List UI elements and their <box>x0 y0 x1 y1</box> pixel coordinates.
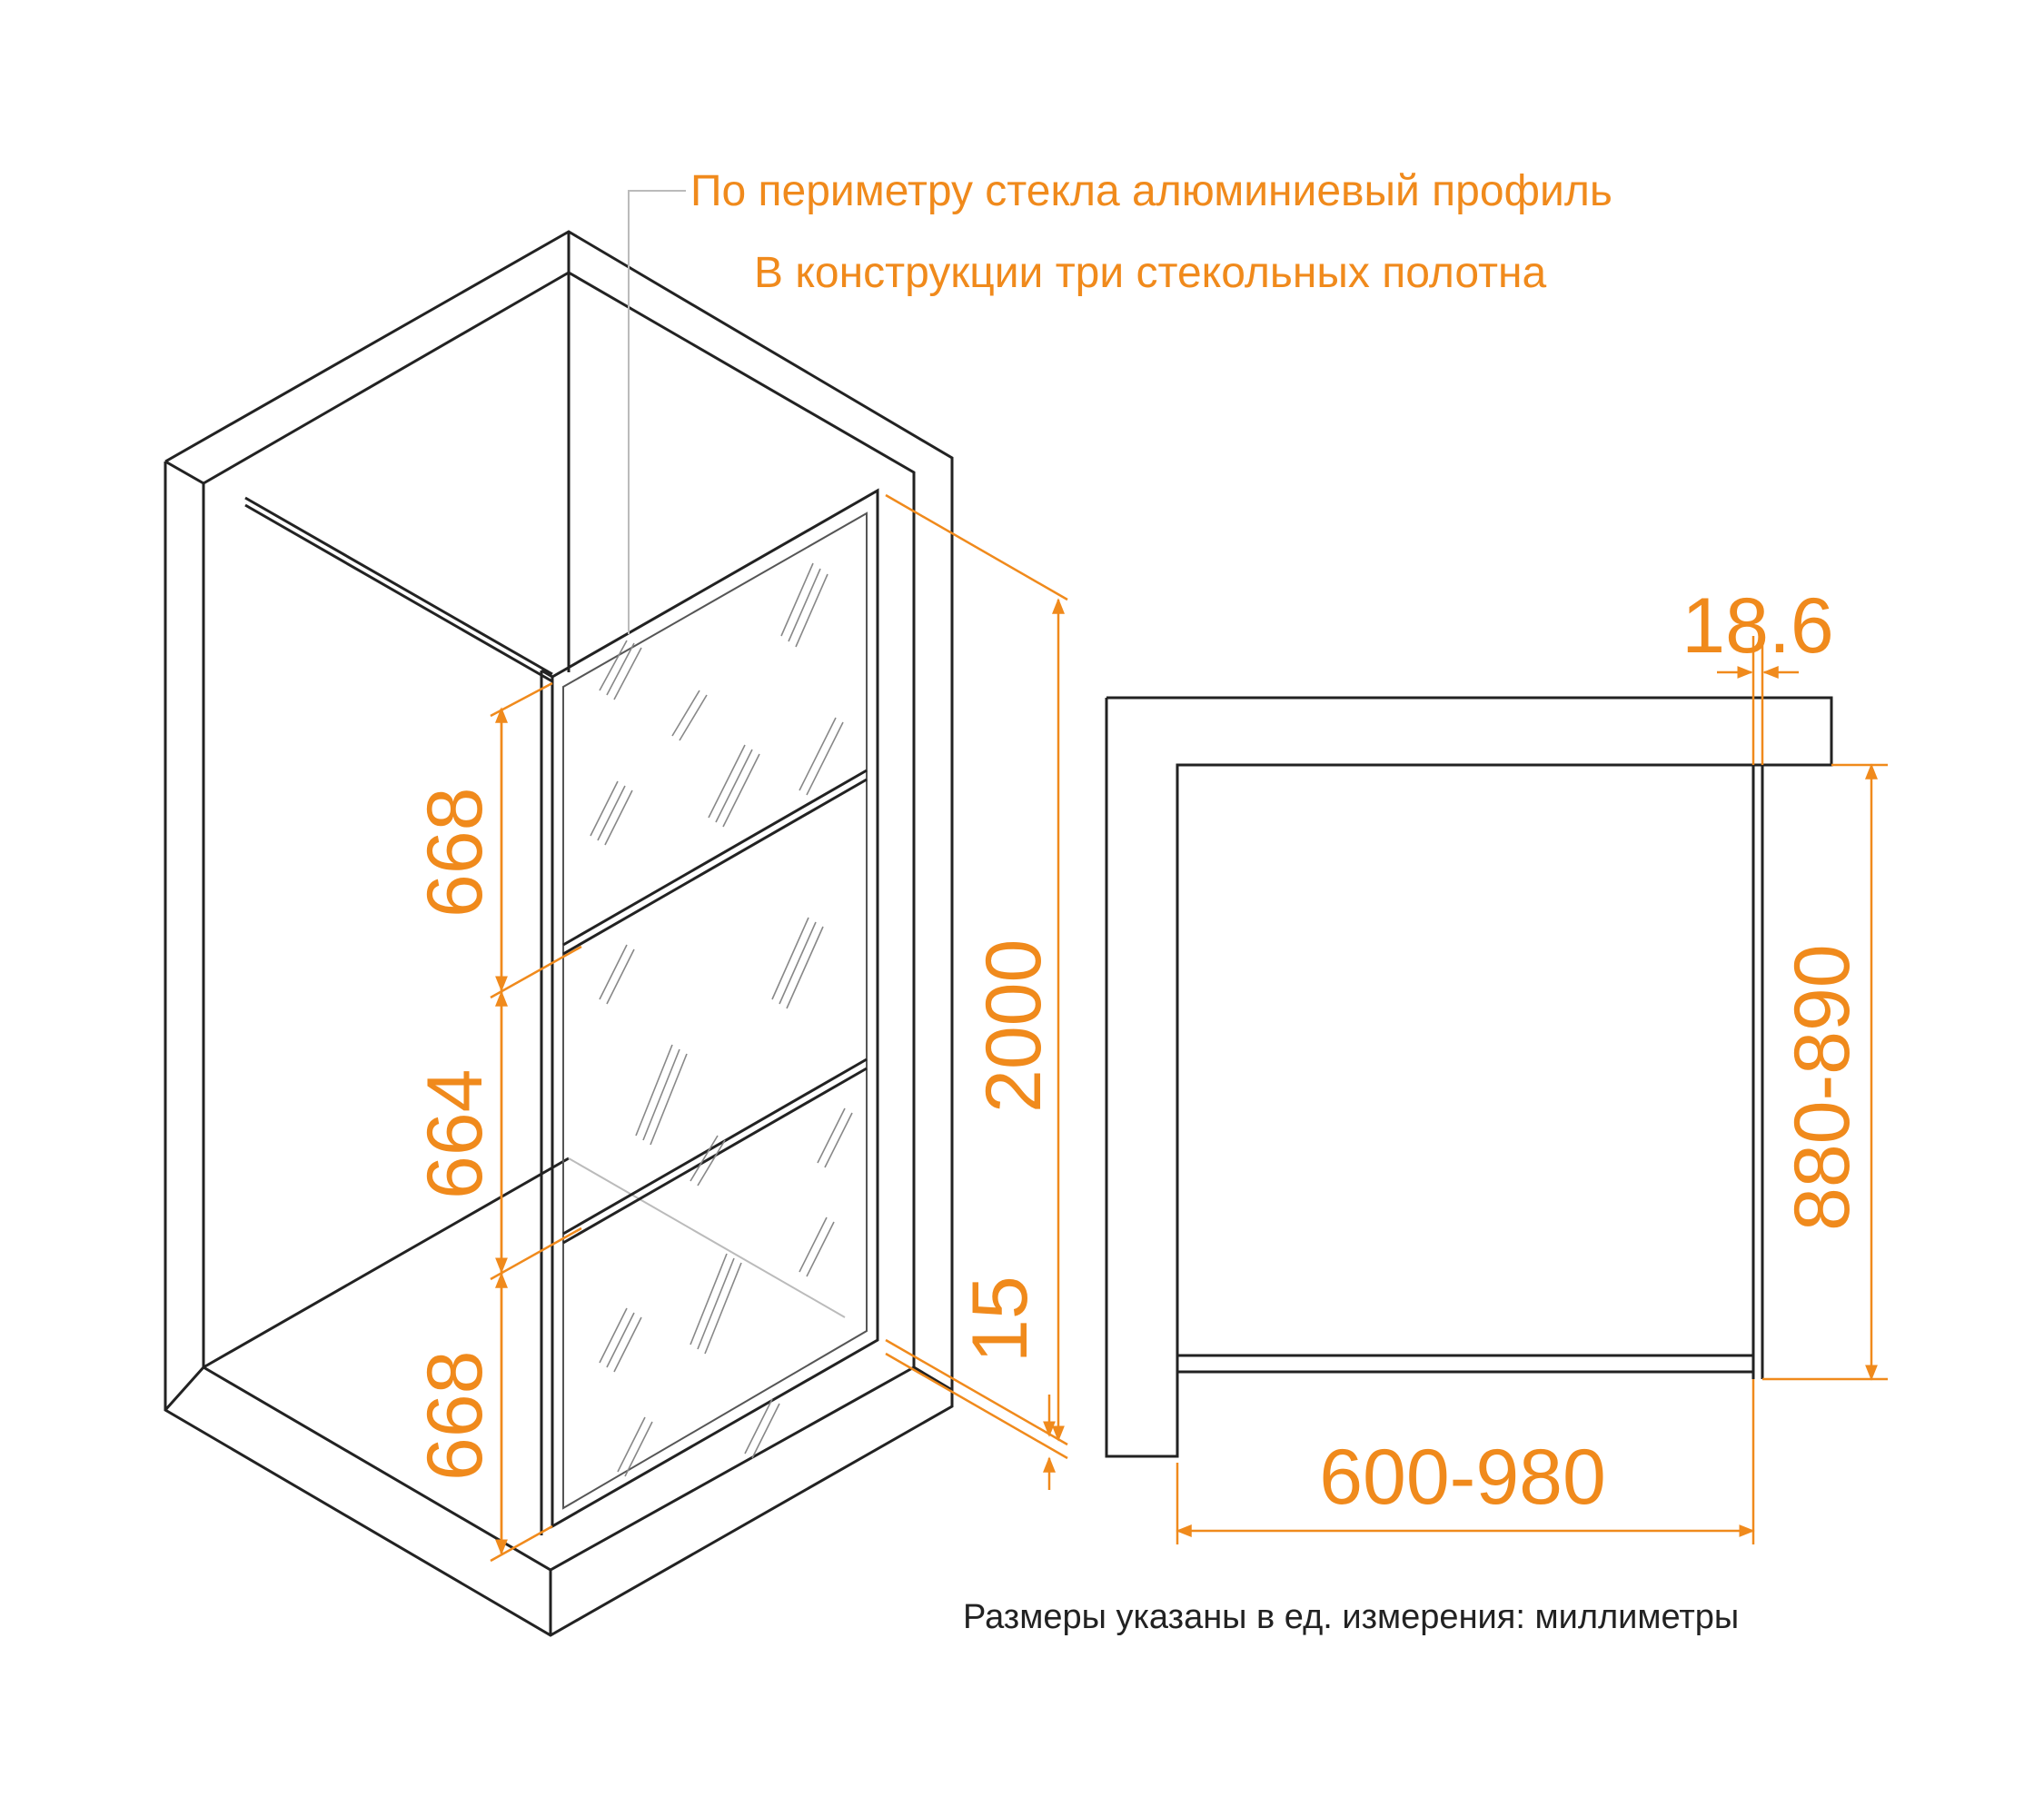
glass-panel-inner <box>562 511 868 1510</box>
glass-texture <box>590 562 853 1477</box>
plan-bar <box>1176 1354 1755 1374</box>
note-panels: В конструкции три стекольных полотна <box>754 249 1547 297</box>
plan-dimensions <box>1176 636 1888 1544</box>
stabilizer-bar <box>244 496 553 676</box>
dim-label-668-top: 668 <box>412 788 499 918</box>
wall-inner-back <box>203 271 570 485</box>
floor-back-line <box>203 1157 570 1369</box>
ext-line <box>885 1338 1068 1446</box>
plan-view <box>1105 696 1833 1458</box>
dim-label-880-890: 880-890 <box>1779 944 1866 1231</box>
ext-line <box>490 1524 553 1563</box>
glass-panel-frame <box>551 488 879 1529</box>
dim-label-15: 15 <box>957 1276 1044 1363</box>
glass-divider-1b <box>562 778 868 956</box>
ext-line <box>490 1226 582 1281</box>
note-profile: По периметру стекла алюминиевый профиль <box>690 167 1612 215</box>
base-left <box>164 1366 205 1411</box>
wall-inner-edge-right <box>567 232 953 1392</box>
ext-line <box>490 681 553 718</box>
wall-profile <box>541 669 553 679</box>
base-top-edge <box>203 1365 915 1572</box>
dim-label-668-bottom: 668 <box>412 1351 499 1482</box>
ext-line <box>885 1352 1068 1460</box>
isometric-view <box>164 230 954 1637</box>
stabilizer-bar-edge <box>244 503 553 683</box>
floor-hidden-line <box>568 1157 846 1318</box>
wall-inner-edge <box>164 460 205 1367</box>
ext-line <box>885 493 1068 601</box>
glass-divider-1 <box>562 769 868 947</box>
glass-divider-2 <box>562 1057 868 1236</box>
dim-label-2000: 2000 <box>970 939 1057 1113</box>
plan-wall-outline <box>1105 696 1833 1458</box>
ext-line <box>490 945 582 999</box>
dim-label-18-6: 18.6 <box>1682 582 1833 670</box>
units-note: Размеры указаны в ед. измерения: миллиме… <box>963 1598 1739 1636</box>
note-leader-line <box>628 190 686 634</box>
dim-label-664: 664 <box>412 1069 499 1200</box>
dim-label-600-980: 600-980 <box>1319 1434 1606 1521</box>
iso-dimensions <box>490 493 1068 1563</box>
wall-outline-top <box>164 230 954 1637</box>
